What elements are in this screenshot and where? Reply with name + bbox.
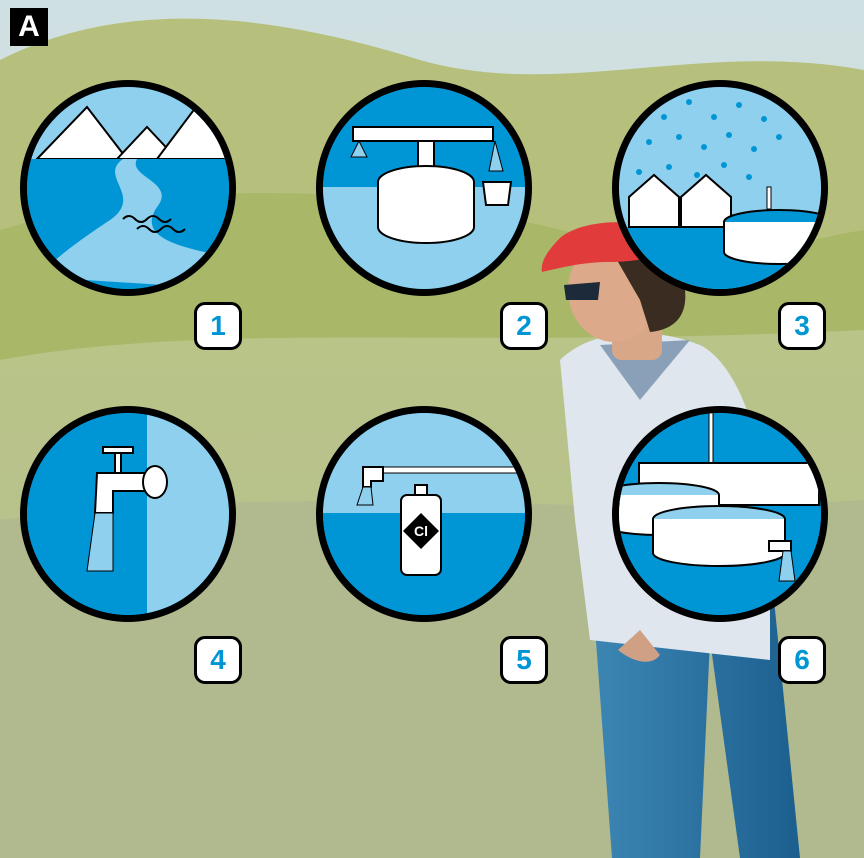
step-3-badge: 3 [778, 302, 826, 350]
step-1-badge: 1 [194, 302, 242, 350]
mountain-river-icon [27, 87, 229, 289]
step-2-badge: 2 [500, 302, 548, 350]
step-6-badge: 6 [778, 636, 826, 684]
step-4-circle [20, 406, 236, 622]
tap-tank-bucket-icon [323, 87, 525, 289]
step-4-badge: 4 [194, 636, 242, 684]
panel-label: A [10, 8, 48, 46]
step-3-circle [612, 80, 828, 296]
step-5-badge: 5 [500, 636, 548, 684]
tap-chlorine-bottle-icon [323, 413, 525, 615]
treatment-tanks-icon [619, 413, 821, 615]
wall-tap-icon [27, 413, 229, 615]
chlorine-label: Cl [403, 521, 439, 541]
step-6-circle [612, 406, 828, 622]
rain-roof-tank-icon [619, 87, 821, 289]
step-1-circle [20, 80, 236, 296]
step-5-circle: Cl [316, 406, 532, 622]
step-2-circle [316, 80, 532, 296]
